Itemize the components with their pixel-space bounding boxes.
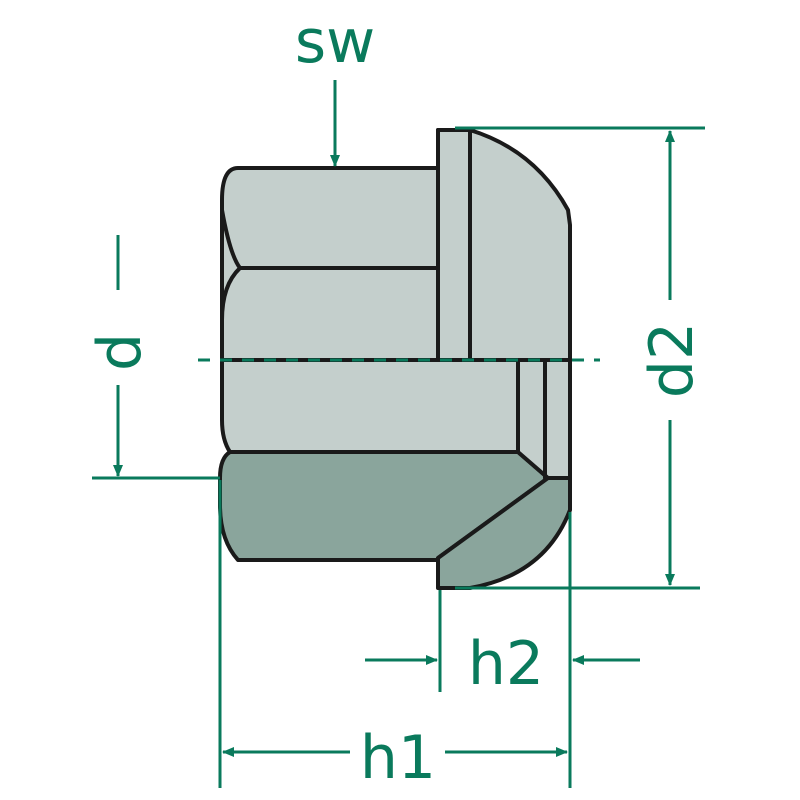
d2-label: d2 <box>637 322 707 398</box>
h2-label: h2 <box>468 629 544 699</box>
nut-body <box>218 128 572 590</box>
sw-label: sw <box>295 7 375 77</box>
hex-body-upper <box>220 166 440 362</box>
h1-label: h1 <box>360 723 436 793</box>
hex-facet-mid <box>220 266 242 322</box>
d-label: d <box>85 333 155 371</box>
washer-face <box>436 128 472 362</box>
